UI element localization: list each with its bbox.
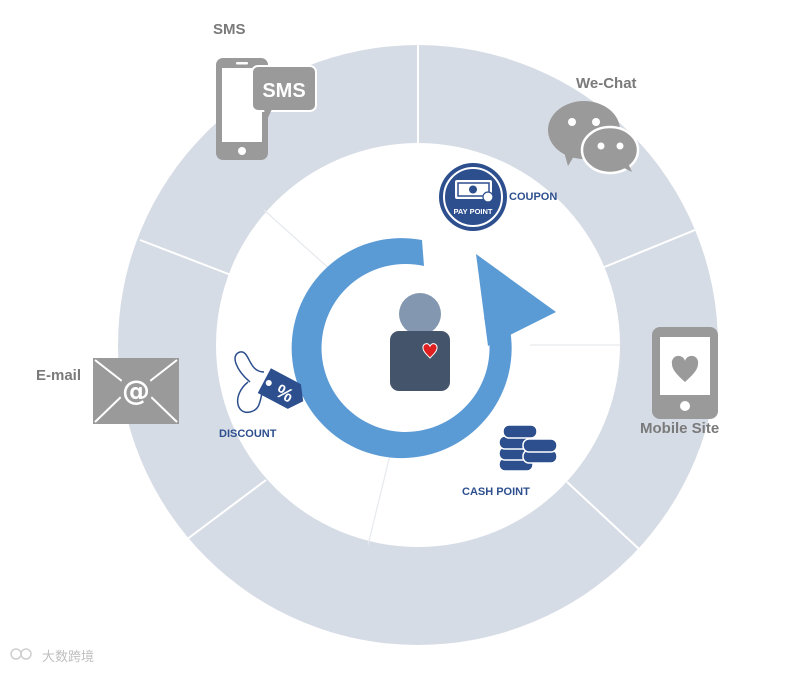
pay-point-label: PAY POINT [453,207,492,216]
watermark: 大数跨境 [38,646,94,665]
watermark-logo [10,648,32,660]
wechat-label: We-Chat [576,75,637,92]
coupon-label: COUPON [509,191,558,203]
mobile-heart-icon [652,327,718,419]
person-icon [390,293,450,391]
cycle-arrow-icon [291,238,556,459]
coin-stack-icon [498,424,558,472]
sms-bubble-label: SMS [262,80,305,102]
sms-bubble-icon: SMS [251,65,317,122]
watermark-text: 大数跨境 [42,650,95,665]
discount-label: DISCOUNT [219,428,277,440]
mobile-site-label: Mobile Site [640,420,720,437]
sms-label: SMS [213,21,246,38]
svg-text:@: @ [122,374,150,407]
envelope-icon: @ [93,358,179,424]
chat-bubbles-icon [548,101,640,175]
coupon-badge-icon: PAY POINT [439,163,507,231]
email-label: E-mail [36,367,82,384]
cash-point-label: CASH POINT [462,486,530,498]
heart-icon [422,343,438,359]
